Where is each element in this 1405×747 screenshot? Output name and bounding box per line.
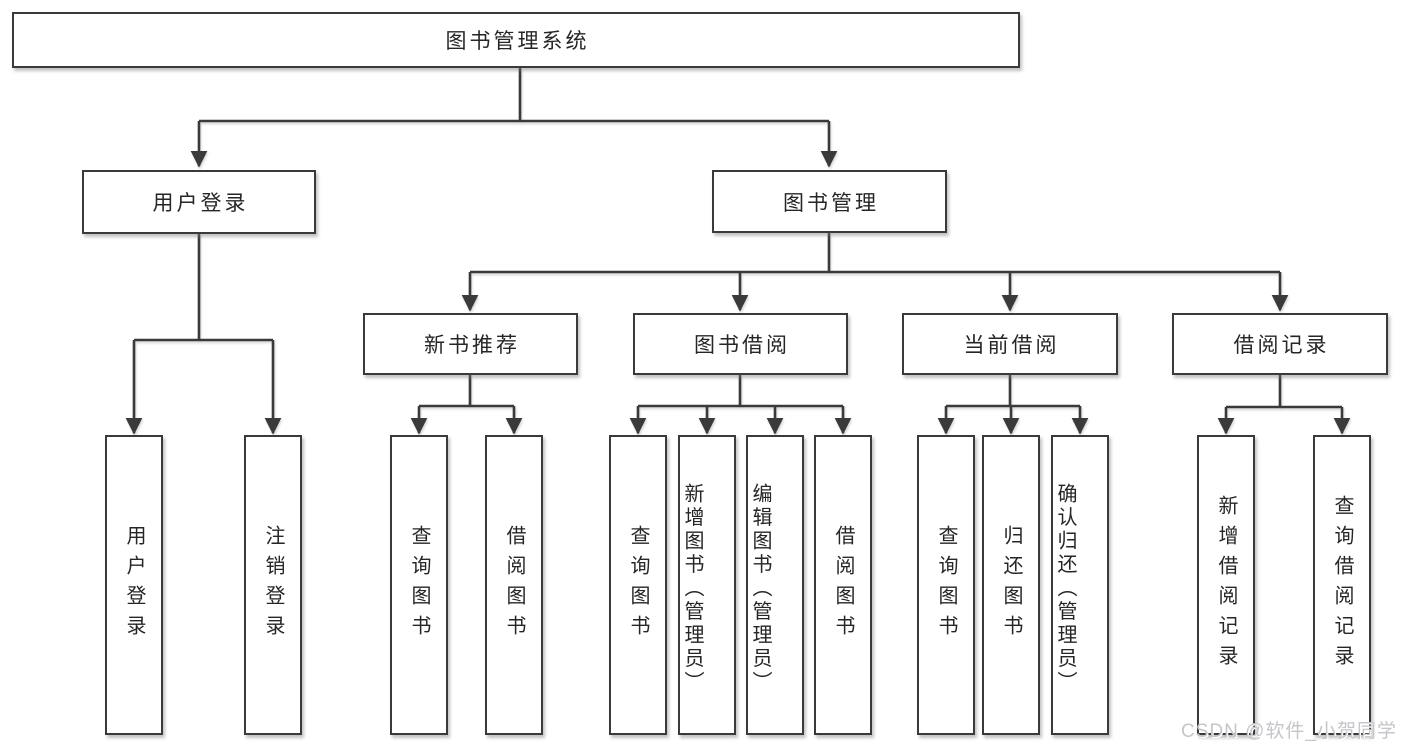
leaf-borrow-query-books-label: 查询图书 [627,525,649,645]
leaf-query-borrow-record: 查询借阅记录 [1313,435,1371,735]
leaf-add-borrow-record-label: 新增借阅记录 [1215,495,1237,675]
leaf-edit-books-admin: 编辑图书（管理员） [746,435,804,735]
node-book-management-label: 图书管理 [783,191,879,215]
node-book-borrowing: 图书借阅 [633,313,848,375]
leaf-add-books-admin-label: 新增图书（管理员） [681,482,703,695]
leaf-confirm-return-admin: 确认归还（管理员） [1051,435,1109,735]
leaf-current-query-books: 查询图书 [917,435,975,735]
node-new-book-recommendation-label: 新书推荐 [424,334,520,357]
leaf-edit-books-admin-label: 编辑图书（管理员） [749,482,771,695]
leaf-user-login: 用户登录 [105,435,163,735]
node-library-system-label: 图书管理系统 [445,30,590,53]
leaf-return-books: 归还图书 [982,435,1040,735]
leaf-borrow-borrow-books-label: 借阅图书 [832,525,854,645]
leaf-confirm-return-admin-label: 确认归还（管理员） [1054,482,1076,695]
node-user-login-label: 用户登录 [152,192,249,215]
node-new-book-recommendation: 新书推荐 [363,313,578,375]
node-current-borrowing-label: 当前借阅 [963,334,1060,357]
leaf-current-query-books-label: 查询图书 [935,525,957,645]
node-current-borrowing: 当前借阅 [902,313,1118,375]
leaf-borrow-borrow-books: 借阅图书 [814,435,872,735]
leaf-newbook-query-books-label: 查询图书 [408,525,430,645]
leaf-query-borrow-record-label: 查询借阅记录 [1331,495,1353,675]
leaf-newbook-borrow-books-label: 借阅图书 [503,525,525,645]
node-borrowing-records-label: 借阅记录 [1233,334,1330,357]
leaf-add-books-admin: 新增图书（管理员） [678,435,736,735]
node-book-management: 图书管理 [712,170,947,233]
leaf-add-borrow-record: 新增借阅记录 [1197,435,1255,735]
leaf-logout: 注销登录 [244,435,302,735]
node-library-system: 图书管理系统 [12,12,1020,68]
leaf-user-login-label: 用户登录 [123,525,145,645]
leaf-borrow-query-books: 查询图书 [609,435,667,735]
node-borrowing-records: 借阅记录 [1172,313,1388,375]
node-book-borrowing-label: 图书借阅 [694,334,790,357]
node-user-login: 用户登录 [82,170,316,234]
leaf-logout-label: 注销登录 [262,525,284,645]
leaf-return-books-label: 归还图书 [1000,525,1022,645]
leaf-newbook-borrow-books: 借阅图书 [485,435,543,735]
leaf-newbook-query-books: 查询图书 [390,435,448,735]
